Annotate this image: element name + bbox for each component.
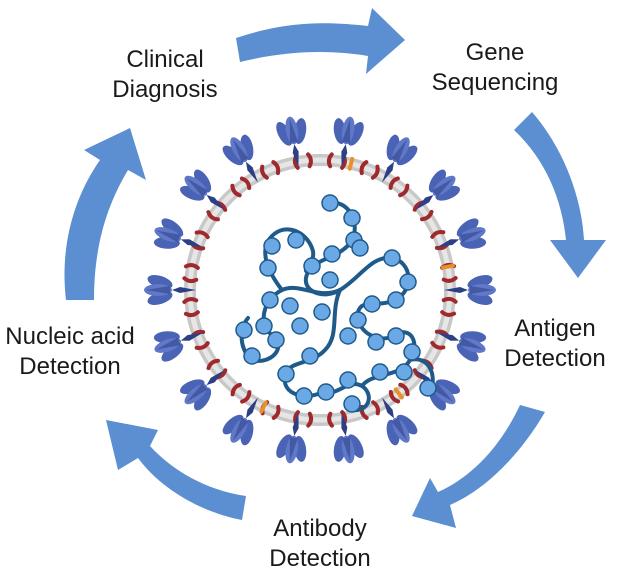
nucleocapsid-bead bbox=[277, 365, 295, 383]
m-protein bbox=[182, 297, 200, 318]
nucleocapsid-bead bbox=[367, 333, 385, 351]
clinical-diagnosis-label: Clinical Diagnosis bbox=[95, 45, 235, 105]
nucleocapsid-bead bbox=[349, 311, 367, 329]
gene-sequencing-label: Gene Sequencing bbox=[420, 38, 570, 98]
nucleocapsid-bead bbox=[387, 327, 405, 345]
spike-protein bbox=[333, 116, 364, 168]
arrow-clinical-to-gene bbox=[236, 8, 405, 74]
nucleocapsid-bead bbox=[419, 379, 437, 397]
nucleocapsid-bead bbox=[287, 231, 305, 249]
antigen-detection-line1: Antigen bbox=[514, 315, 596, 342]
spike-protein bbox=[153, 218, 204, 249]
arrow-antibody-to-nucleic bbox=[106, 420, 246, 520]
m-protein bbox=[182, 263, 200, 284]
e-protein bbox=[440, 263, 455, 270]
m-protein bbox=[260, 160, 281, 180]
e-protein bbox=[347, 156, 355, 171]
spike-protein bbox=[436, 218, 487, 249]
antibody-detection-line2: Detection bbox=[269, 545, 371, 572]
antibody-detection-label: Antibody Detection bbox=[250, 514, 390, 574]
nucleic-acid-detection-label: Nucleic acid Detection bbox=[0, 322, 140, 382]
nucleocapsid-bead bbox=[383, 249, 401, 267]
nucleocapsid-bead bbox=[343, 395, 361, 413]
nucleocapsid-bead bbox=[351, 239, 369, 257]
nucleocapsid-bead bbox=[235, 321, 253, 339]
nucleocapsid-bead bbox=[255, 317, 273, 335]
m-protein bbox=[359, 160, 380, 180]
envelope-proteins bbox=[259, 156, 455, 414]
nucleocapsid-bead bbox=[395, 363, 413, 381]
nucleocapsid-bead bbox=[371, 363, 389, 381]
nucleocapsid-bead bbox=[259, 259, 277, 277]
spike-protein bbox=[222, 397, 258, 446]
rna-strand bbox=[250, 285, 342, 363]
m-protein bbox=[388, 382, 410, 404]
nucleocapsid-bead bbox=[343, 209, 361, 227]
spike-protein bbox=[144, 275, 196, 305]
nucleocapsid-bead bbox=[301, 347, 319, 365]
spike-proteins bbox=[144, 116, 496, 464]
spike-protein bbox=[153, 331, 204, 362]
nucleocapsid-bead bbox=[339, 327, 357, 345]
nucleocapsid-bead bbox=[339, 371, 357, 389]
virus-particle bbox=[144, 116, 496, 464]
spike-protein bbox=[276, 412, 307, 464]
nucleocapsid-bead bbox=[291, 317, 309, 335]
m-protein bbox=[388, 176, 410, 198]
nucleic-acid-detection-line1: Nucleic acid bbox=[5, 323, 135, 350]
spike-protein bbox=[436, 331, 487, 362]
e-protein bbox=[393, 387, 404, 400]
cycle-arrows bbox=[64, 8, 606, 528]
spike-protein bbox=[180, 369, 225, 411]
spike-protein bbox=[333, 412, 364, 464]
spike-protein bbox=[382, 397, 418, 446]
nucleocapsid-bead bbox=[267, 331, 285, 349]
arrow-nucleic-to-clinical bbox=[64, 128, 146, 300]
nucleocapsid-bead bbox=[317, 383, 335, 401]
nucleocapsid-bead bbox=[403, 343, 421, 361]
rna-genome bbox=[235, 194, 437, 413]
clinical-diagnosis-line2: Diagnosis bbox=[112, 76, 218, 103]
m-protein bbox=[230, 176, 252, 198]
clinical-diagnosis-line1: Clinical bbox=[126, 46, 204, 73]
gene-sequencing-line1: Gene bbox=[465, 39, 525, 66]
nucleocapsid-bead bbox=[263, 237, 281, 255]
spike-protein bbox=[382, 134, 418, 183]
nucleic-acid-detection-line2: Detection bbox=[19, 353, 121, 380]
nucleocapsid-bead bbox=[363, 295, 381, 313]
nucleocapsid-bead bbox=[261, 291, 279, 309]
gene-sequencing-line2: Sequencing bbox=[431, 69, 559, 96]
antibody-detection-line1: Antibody bbox=[273, 515, 367, 542]
arrow-gene-to-antigen bbox=[514, 112, 606, 278]
arrow-antigen-to-antibody bbox=[412, 405, 545, 528]
nucleocapsid-bead bbox=[399, 273, 417, 291]
m-protein bbox=[230, 382, 252, 404]
spike-protein bbox=[222, 134, 258, 183]
nucleocapsid-bead bbox=[321, 194, 339, 212]
nucleocapsid-bead bbox=[323, 245, 341, 263]
spike-protein bbox=[180, 169, 225, 211]
nucleocapsid-bead bbox=[313, 303, 331, 321]
spike-protein bbox=[444, 275, 496, 305]
e-protein bbox=[259, 400, 268, 414]
antigen-detection-line2: Detection bbox=[504, 345, 606, 372]
nucleocapsid-bead bbox=[243, 347, 261, 365]
nucleocapsid-bead bbox=[303, 257, 321, 275]
spike-protein bbox=[276, 116, 307, 168]
nucleocapsid-bead bbox=[295, 387, 313, 405]
m-protein bbox=[440, 296, 458, 317]
nucleocapsid-bead bbox=[387, 291, 405, 309]
rna-strand bbox=[282, 288, 342, 398]
nucleocapsid-bead bbox=[281, 297, 299, 315]
nucleocapsid-bead bbox=[321, 271, 339, 289]
antigen-detection-label: Antigen Detection bbox=[490, 314, 620, 374]
spike-protein bbox=[415, 169, 460, 211]
